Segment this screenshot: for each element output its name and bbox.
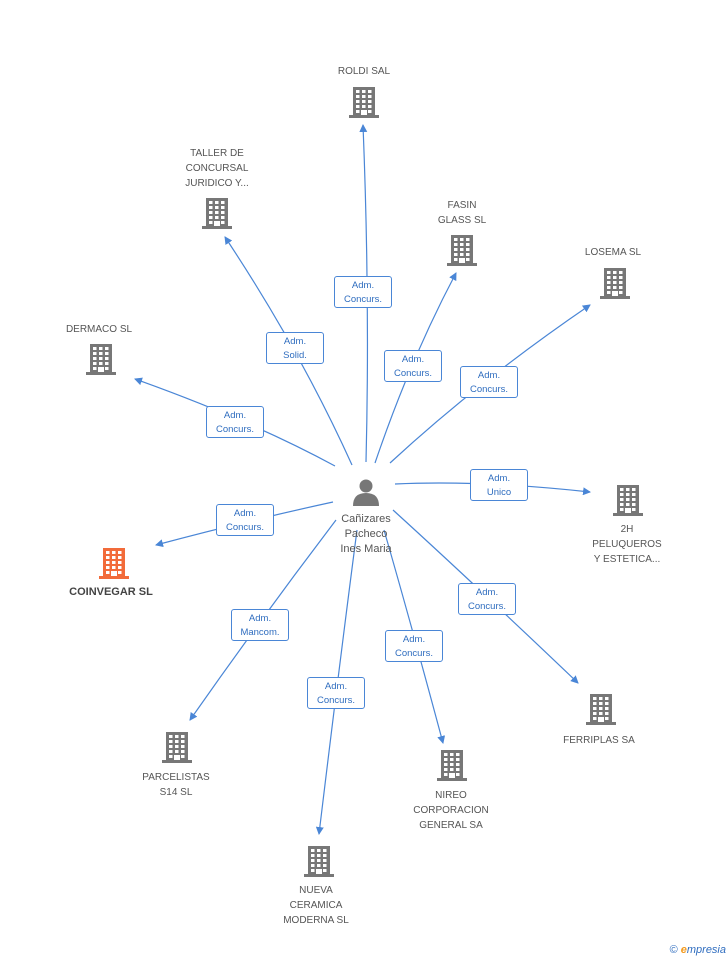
building-icon-coinvegar[interactable] (99, 548, 129, 579)
edge-label-dermaco[interactable]: Adm. Concurs. (206, 406, 264, 438)
edge-label-line: Adm. (402, 634, 426, 645)
company-label-line: COINVEGAR SL (69, 586, 153, 598)
edge-nueva (315, 529, 358, 835)
edge-label-ferriplas[interactable]: Adm. Concurs. (458, 583, 516, 615)
edge-label-line: Concurs. (316, 695, 355, 706)
building-icon-h2[interactable] (613, 485, 643, 516)
building-icon-roldi[interactable] (349, 87, 379, 118)
person-icon[interactable] (353, 479, 379, 507)
edge-label-line: Concurs. (343, 294, 382, 305)
edge-label-line: Concurs. (394, 648, 433, 659)
company-label-line: GLASS SL (437, 215, 487, 226)
edge-label-fasin[interactable]: Adm. Concurs. (384, 350, 442, 382)
edge-label-line: Unico (486, 487, 512, 498)
building-icon-losema[interactable] (600, 268, 630, 299)
company-label-losema[interactable]: LOSEMA SL (585, 245, 641, 260)
edge-label-line: Adm. (223, 410, 247, 421)
edge-label-parcelistas[interactable]: Adm. Mancom. (231, 609, 289, 641)
edge-label-taller[interactable]: Adm. Solid. (266, 332, 324, 364)
edge-label-line: Adm. (487, 473, 511, 484)
footer-brand[interactable]: © empresia (670, 944, 726, 956)
edge-label-line: Concurs. (467, 601, 506, 612)
edge-label-line: Adm. (248, 613, 272, 624)
edge-label-line: Mancom. (240, 627, 280, 638)
edge-label-line: Concurs. (469, 384, 508, 395)
edge-label-line: Adm. (351, 280, 375, 291)
company-label-line: NUEVA (299, 885, 333, 896)
brand-logo-text: mpresia (686, 944, 726, 956)
edge-label-h2[interactable]: Adm. Unico (470, 469, 528, 501)
brand-logo-e: e (680, 944, 687, 956)
building-icon-dermaco[interactable] (86, 344, 116, 375)
company-label-ferriplas[interactable]: FERRIPLAS SA (563, 733, 635, 748)
building-icon-nireo[interactable] (437, 750, 467, 781)
edge-label-nueva[interactable]: Adm. Concurs. (307, 677, 365, 709)
person-name-line: Pacheco (344, 528, 388, 540)
company-label-line: CERAMICA (289, 900, 343, 911)
edge-label-line: Adm. (475, 587, 499, 598)
copyright-symbol: © (669, 944, 678, 956)
building-icon-fasin[interactable] (447, 235, 477, 266)
company-label-line: GENERAL SA (419, 820, 483, 831)
company-label-line: S14 SL (159, 787, 193, 798)
company-label-h2[interactable]: 2H PELUQUEROS Y ESTETICA... (592, 522, 661, 567)
edge-label-line: Adm. (401, 354, 425, 365)
edge-label-line: Concurs. (393, 368, 432, 379)
edge-label-roldi[interactable]: Adm. Concurs. (334, 276, 392, 308)
company-label-line: PELUQUEROS (592, 539, 662, 550)
company-label-line: NIREO (435, 790, 467, 801)
company-label-parcelistas[interactable]: PARCELISTAS S14 SL (142, 770, 209, 800)
company-label-line: MODERNA SL (283, 915, 349, 926)
company-label-line: ROLDI SAL (337, 66, 391, 77)
company-label-line: DERMACO SL (65, 324, 133, 335)
company-label-nireo[interactable]: NIREO CORPORACION GENERAL SA (413, 788, 489, 833)
company-label-line: 2H (620, 524, 634, 535)
company-label-line: CORPORACION (413, 805, 489, 816)
edge-label-line: Concurs. (215, 424, 254, 435)
edge-label-line: Concurs. (225, 522, 264, 533)
edge-label-losema[interactable]: Adm. Concurs. (460, 366, 518, 398)
company-label-coinvegar[interactable]: COINVEGAR SL (69, 585, 153, 600)
edge-nireo (383, 529, 446, 744)
company-label-line: Y ESTETICA... (593, 554, 661, 565)
building-icon-nueva[interactable] (304, 846, 334, 877)
edge-label-line: Adm. (324, 681, 348, 692)
company-label-roldi[interactable]: ROLDI SAL (338, 64, 390, 79)
company-label-line: FERRIPLAS SA (563, 735, 635, 746)
company-label-dermaco[interactable]: DERMACO SL (66, 322, 132, 337)
company-label-taller[interactable]: TALLER DE CONCURSAL JURIDICO Y... (185, 146, 249, 191)
building-icon-parcelistas[interactable] (162, 732, 192, 763)
company-label-line: TALLER DE (190, 148, 244, 159)
edge-label-line: Adm. (233, 508, 257, 519)
person-name-line: Cañizares (341, 513, 391, 525)
company-label-line: FASIN (447, 200, 477, 211)
edge-label-nireo[interactable]: Adm. Concurs. (385, 630, 443, 662)
edge-label-coinvegar[interactable]: Adm. Concurs. (216, 504, 274, 536)
person-name-line: Ines Maria (340, 543, 392, 555)
company-label-line: LOSEMA SL (584, 247, 642, 258)
company-label-line: PARCELISTAS (142, 772, 210, 783)
edge-label-line: Adm. (477, 370, 501, 381)
building-icon-ferriplas[interactable] (586, 694, 616, 725)
company-label-nueva[interactable]: NUEVA CERAMICA MODERNA SL (283, 883, 349, 928)
building-icon-taller[interactable] (202, 198, 232, 229)
edge-label-line: Solid. (283, 350, 307, 361)
company-label-line: CONCURSAL (185, 163, 249, 174)
edge-label-line: Adm. (283, 336, 307, 347)
icons-layer (86, 87, 643, 877)
company-label-line: JURIDICO Y... (185, 178, 249, 189)
company-label-fasin[interactable]: FASIN GLASS SL (438, 198, 486, 228)
